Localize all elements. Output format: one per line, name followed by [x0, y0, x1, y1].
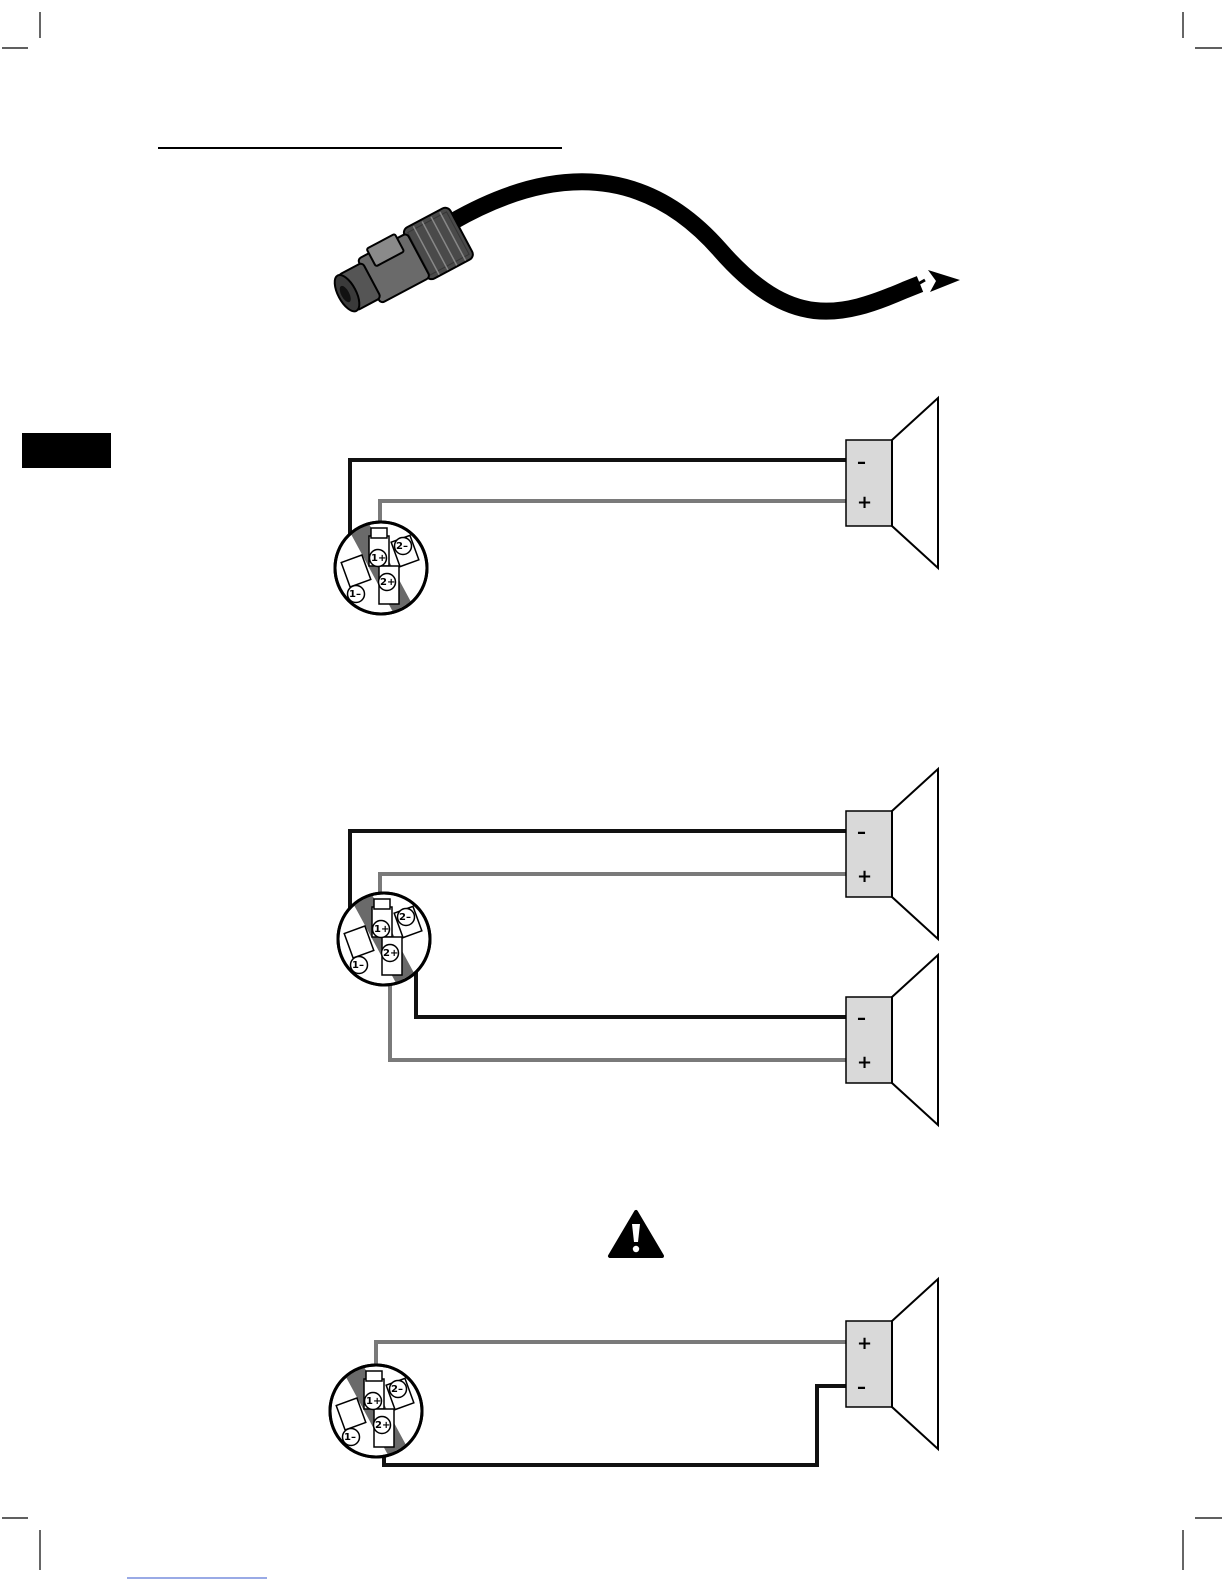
- wire-positive: [380, 501, 846, 527]
- pin-1minus-label: 1–: [352, 960, 364, 971]
- section-tab: [22, 433, 111, 468]
- pin-2plus-label: 2+: [375, 1420, 390, 1431]
- speakon-cable-illustration: [325, 182, 960, 322]
- wire-negative-warning: [384, 1386, 846, 1465]
- pin-2plus-label: 2+: [383, 948, 398, 959]
- speakon-plug: [325, 206, 475, 322]
- wire-positive-speaker-a: [380, 874, 846, 896]
- wire-positive-warning: [376, 1342, 846, 1364]
- speaker-1: [846, 398, 938, 568]
- pin-1minus-label: 1–: [349, 589, 361, 600]
- pin-2minus-label: 2–: [399, 912, 411, 923]
- speaker-2b-minus-label: –: [857, 1008, 866, 1029]
- speaker-2b: [846, 955, 938, 1125]
- speakon-face-3: [330, 1365, 422, 1457]
- speakon-face-1: [335, 522, 427, 614]
- speakon-face-2: [338, 893, 430, 985]
- diagram-single-speaker: [335, 398, 938, 614]
- pin-1plus-label: 1+: [374, 924, 389, 935]
- speaker-3-plus-label: +: [857, 1333, 872, 1354]
- speaker-2a-minus-label: –: [857, 822, 866, 843]
- speaker-3: [846, 1279, 938, 1449]
- diagram-two-speakers: [338, 769, 938, 1125]
- pin-2minus-label: 2–: [391, 1384, 403, 1395]
- wire-negative-speaker-b: [416, 950, 846, 1017]
- pin-2minus-label: 2–: [396, 541, 408, 552]
- speaker-2a: [846, 769, 938, 939]
- speaker-2a-plus-label: +: [857, 866, 872, 887]
- crop-marks: [2, 12, 1222, 1570]
- speaker-1-minus-label: –: [857, 452, 866, 473]
- warning-triangle-icon: [610, 1212, 662, 1256]
- pin-1minus-label: 1–: [344, 1432, 356, 1443]
- wire-negative-speaker-a: [350, 831, 846, 912]
- pin-1plus-label: 1+: [366, 1396, 381, 1407]
- pin-1plus-label: 1+: [371, 553, 386, 564]
- cable-arrow-icon: [928, 270, 960, 292]
- speaker-2b-plus-label: +: [857, 1052, 872, 1073]
- speaker-3-minus-label: –: [857, 1377, 866, 1398]
- cable: [452, 182, 920, 311]
- diagram-warning-wiring: [330, 1279, 938, 1465]
- pin-2plus-label: 2+: [380, 577, 395, 588]
- speaker-1-plus-label: +: [857, 492, 872, 513]
